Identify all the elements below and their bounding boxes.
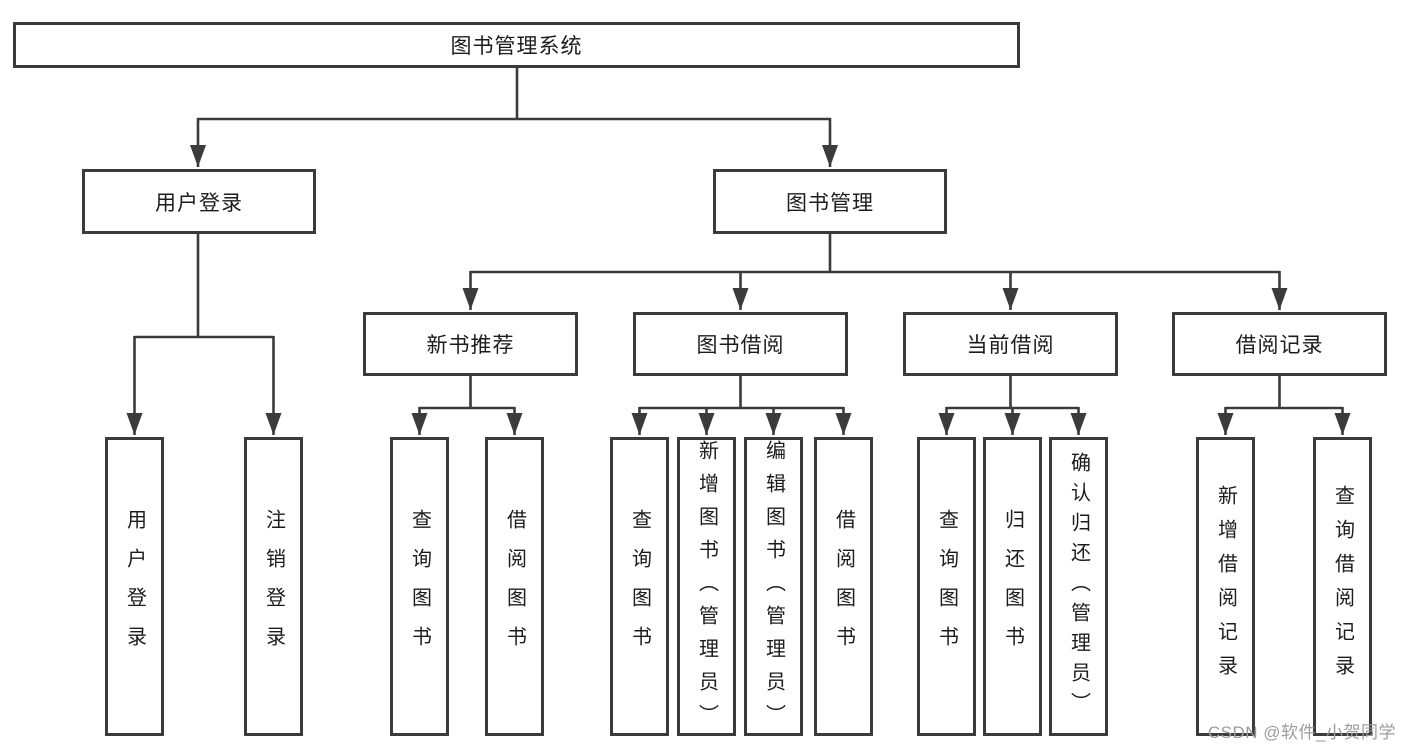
node-root-label: 图书管理系统: [450, 35, 583, 58]
leaf-add-borrow-record: 新增借阅记录: [1196, 437, 1255, 736]
connector-current-borrow-children: [938, 375, 1087, 435]
leaf-logout: 注销登录: [244, 437, 303, 736]
leaf-user-login: 用户登录: [105, 437, 164, 736]
leaf-borrow-query-books: 查询图书: [610, 437, 669, 736]
connector-book-mgmt-to-level3: [462, 233, 1288, 310]
leaf-confirm-return-admin: 确认归还（管理员）: [1049, 437, 1108, 736]
node-current-borrow: 当前借阅: [903, 312, 1118, 376]
leaf-label: 新增图书（管理员）: [695, 440, 718, 737]
connector-user-login-children: [126, 233, 282, 435]
node-user-login: 用户登录: [82, 169, 316, 234]
node-book-borrow: 图书借阅: [633, 312, 848, 376]
node-book-mgmt: 图书管理: [713, 169, 947, 234]
node-new-books-label: 新书推荐: [426, 334, 515, 357]
connector-root-to-level2: [190, 67, 838, 167]
node-root: 图书管理系统: [13, 22, 1020, 68]
leaf-borrow-books: 借阅图书: [814, 437, 873, 736]
leaf-query-borrow-record: 查询借阅记录: [1313, 437, 1372, 736]
leaf-label: 确认归还（管理员）: [1067, 451, 1090, 722]
node-current-borrow-label: 当前借阅: [966, 334, 1055, 357]
node-book-mgmt-label: 图书管理: [786, 191, 874, 215]
leaf-label: 归还图书: [1001, 508, 1024, 665]
connector-borrow-records-children: [1217, 375, 1351, 435]
node-borrow-records: 借阅记录: [1172, 312, 1387, 376]
leaf-newbooks-query-books: 查询图书: [390, 437, 449, 736]
leaf-label: 编辑图书（管理员）: [762, 440, 785, 737]
leaf-label: 查询图书: [408, 508, 431, 665]
leaf-label: 新增借阅记录: [1214, 484, 1237, 689]
node-borrow-records-label: 借阅记录: [1235, 334, 1324, 357]
leaf-current-query-books: 查询图书: [917, 437, 976, 736]
leaf-add-books-admin: 新增图书（管理员）: [677, 437, 736, 737]
node-user-login-label: 用户登录: [155, 191, 243, 215]
leaf-label: 借阅图书: [503, 508, 526, 665]
node-book-borrow-label: 图书借阅: [696, 334, 785, 357]
leaf-label: 借阅图书: [832, 508, 855, 665]
node-new-books: 新书推荐: [363, 312, 578, 376]
leaf-label: 查询借阅记录: [1331, 484, 1354, 689]
leaf-return-books: 归还图书: [983, 437, 1042, 736]
csdn-watermark: CSDN @软件_小贺同学: [1207, 723, 1396, 742]
leaf-label: 查询图书: [628, 508, 651, 665]
connector-new-books-children: [411, 375, 523, 435]
leaf-label: 注销登录: [262, 508, 285, 665]
connector-book-borrow-children: [631, 375, 852, 435]
leaf-label: 用户登录: [123, 508, 146, 665]
leaf-label: 查询图书: [935, 508, 958, 665]
leaf-newbooks-borrow-books: 借阅图书: [485, 437, 544, 736]
leaf-edit-books-admin: 编辑图书（管理员）: [744, 437, 803, 737]
